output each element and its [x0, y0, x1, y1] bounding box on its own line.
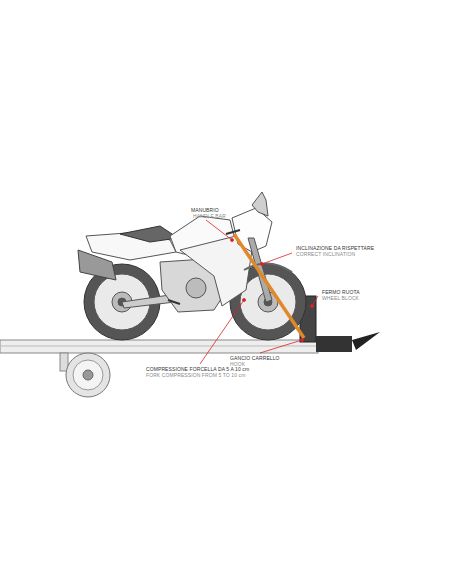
trailer — [0, 340, 318, 397]
tie-down-strap — [234, 234, 304, 338]
part-name: HANDLE BAR — [193, 213, 226, 219]
part-name: COMPRESSIONE FORCELLA DA 5 A 10 cm — [146, 366, 249, 372]
part-name: FERMO RUOTA — [322, 289, 360, 295]
leader-lines — [200, 220, 318, 364]
wheel-block — [300, 296, 380, 352]
part-name: INCLINAZIONE DA RISPETTARE — [296, 245, 374, 251]
part-name: FORK COMPRESSION FROM 5 TO 10 cm — [146, 372, 245, 378]
part-name: MANUBRIO — [191, 207, 219, 213]
part-name: CORRECT INCLINATION — [296, 251, 355, 257]
part-name: WHEEL BLOCK — [322, 295, 359, 301]
motorcycle — [78, 192, 306, 340]
part-name: GANCIO CARRELLO — [230, 355, 280, 361]
